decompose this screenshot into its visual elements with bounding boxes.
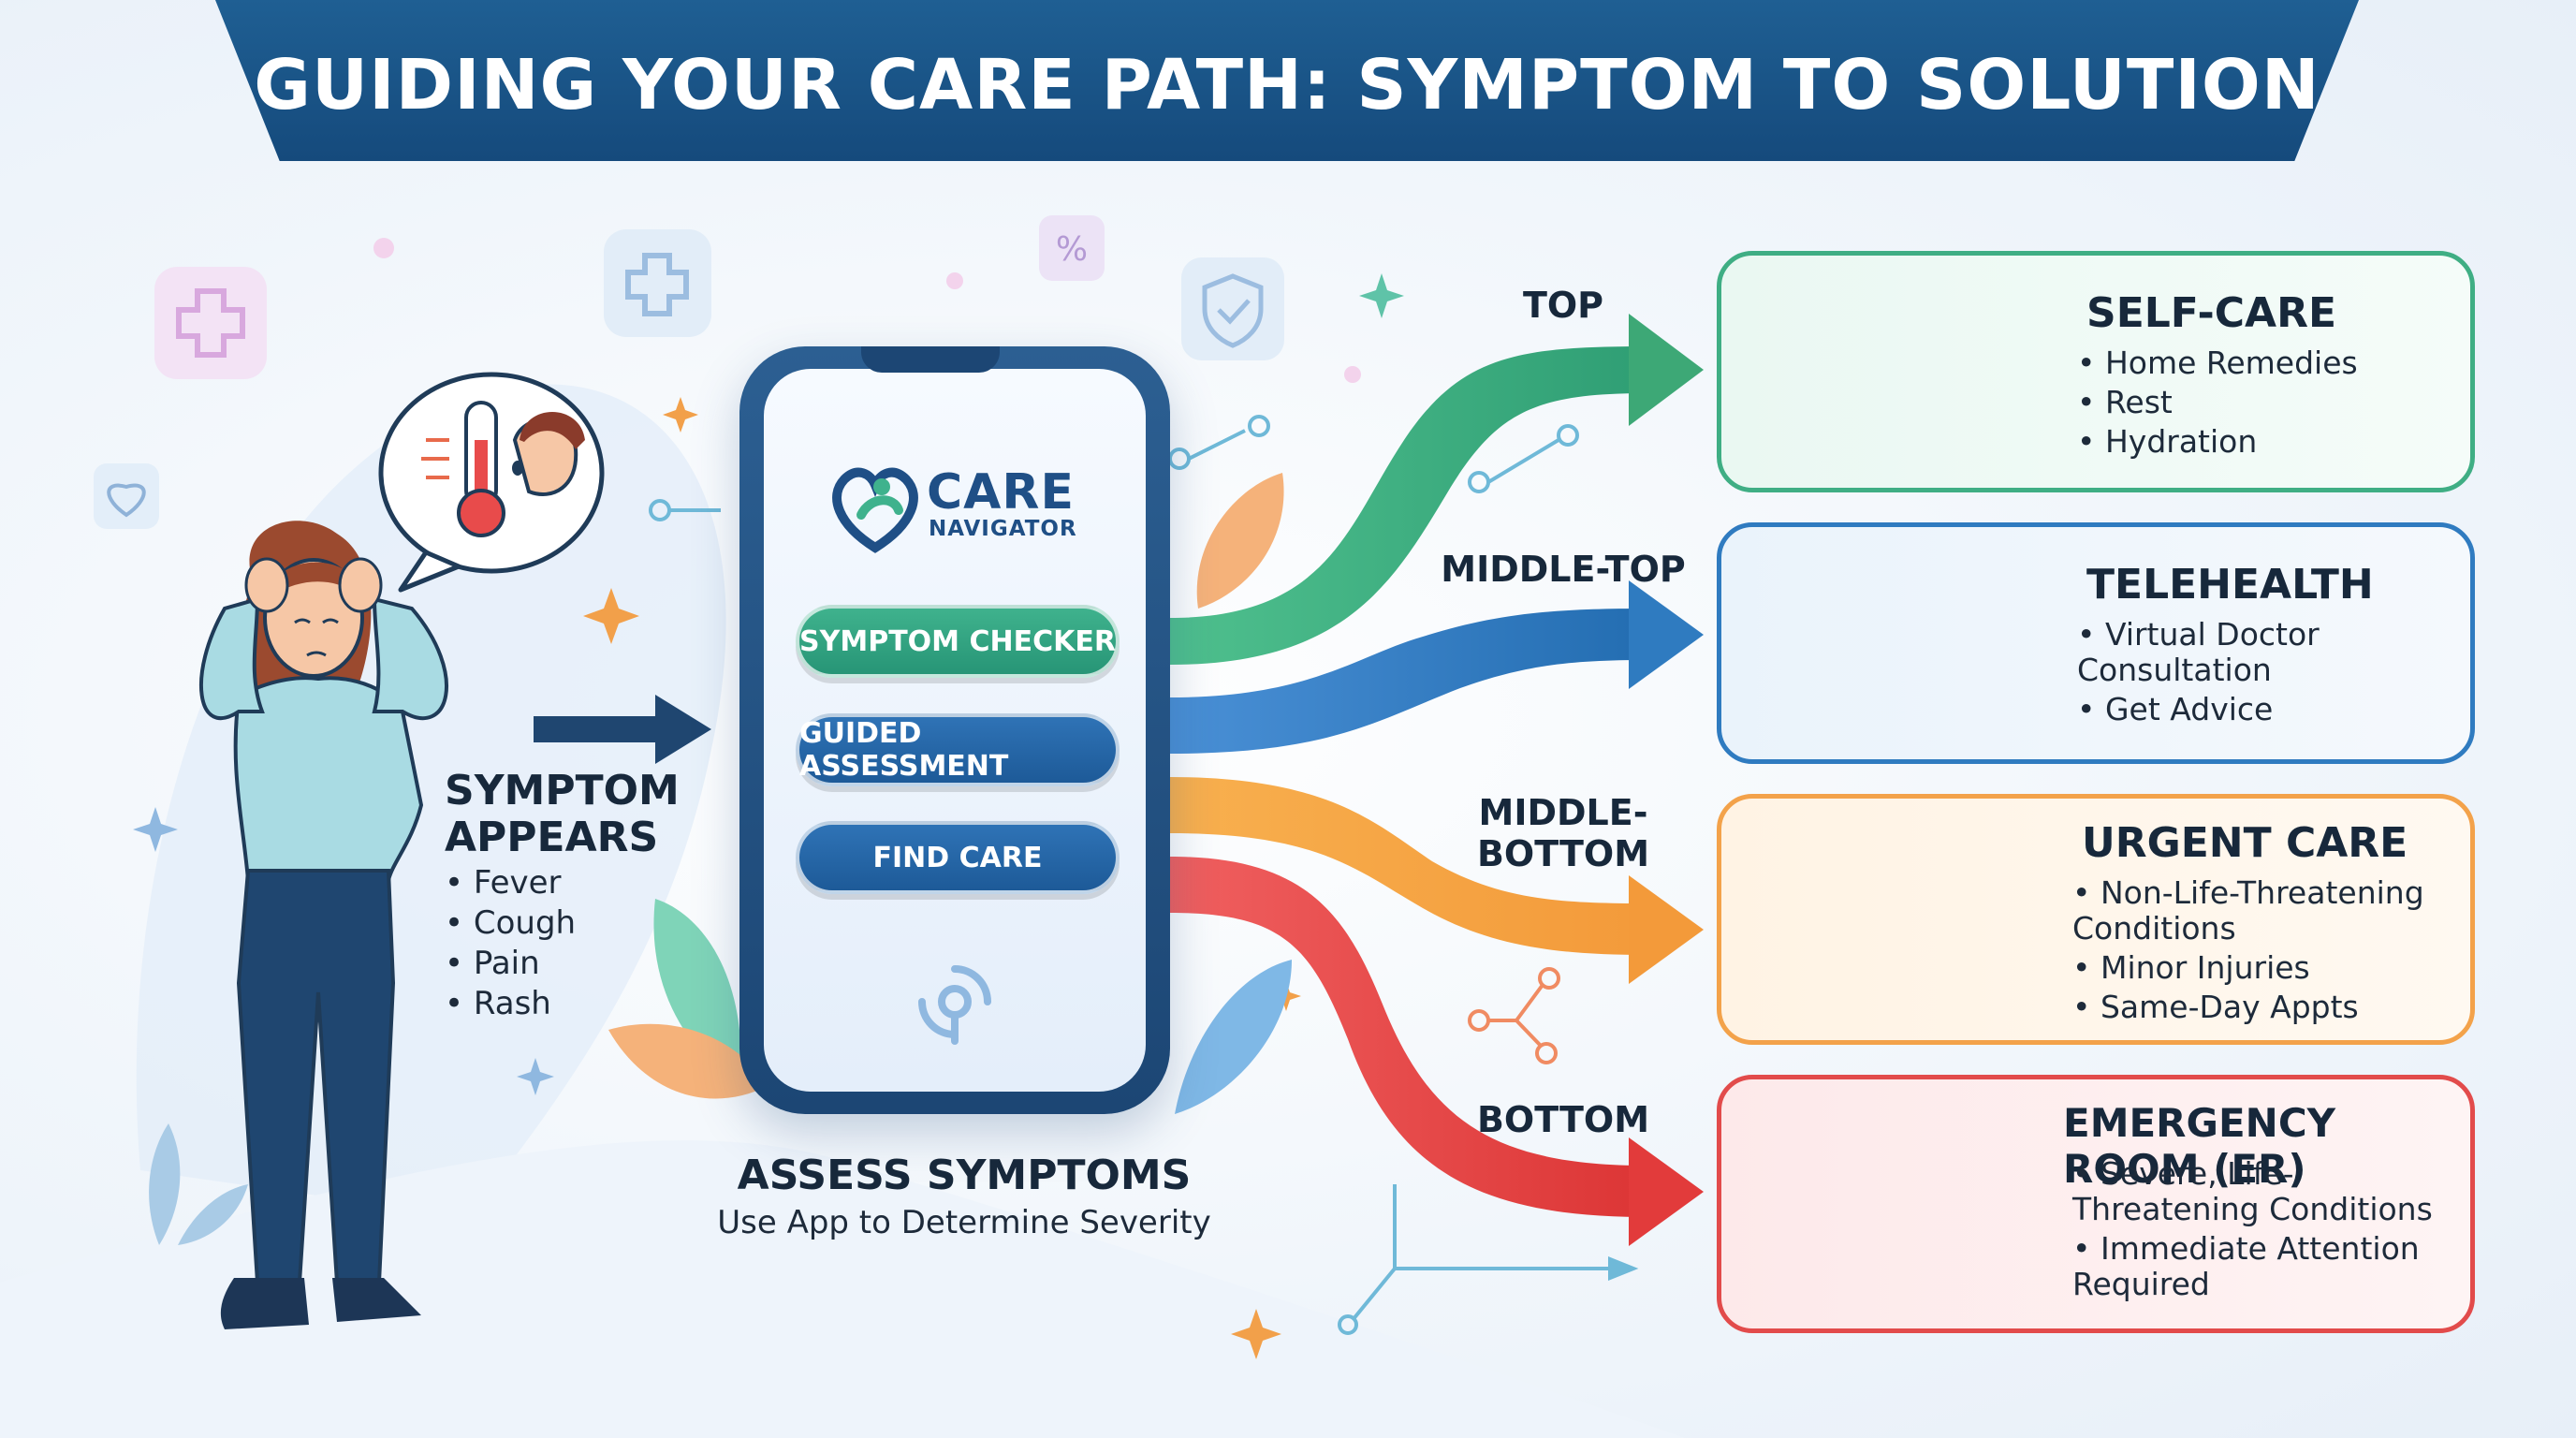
- list-item: Virtual Doctor Consultation: [2077, 617, 2320, 688]
- card-title: URGENT CARE: [2082, 819, 2408, 867]
- molecule-icon: [649, 415, 1579, 521]
- fingerprint-scan-icon: [918, 965, 991, 1045]
- app-logo-subtext: NAVIGATOR: [929, 517, 1077, 541]
- route-label-middle-bottom-line2: BOTTOM: [1476, 833, 1650, 874]
- title-banner: GUIDING YOUR CARE PATH: SYMPTOM TO SOLUT…: [215, 0, 2359, 161]
- card-title: SELF-CARE: [2086, 289, 2337, 337]
- emergency-room-card: EMERGENCY ROOM (ER) Severe, Life-Threate…: [1717, 1075, 2475, 1333]
- sparkle-icon: [1359, 273, 1404, 318]
- list-item: Rash: [445, 984, 576, 1024]
- route-label-middle-top: MIDDLE-TOP: [1441, 549, 1686, 590]
- urgent-care-card: URGENT CARE Non-Life-Threatening Conditi…: [1717, 794, 2475, 1045]
- list-item: Fever: [445, 863, 576, 903]
- thought-bubble: [378, 372, 605, 593]
- route-arrow-middle-top: [1170, 580, 1704, 754]
- phone-notch: [861, 346, 1000, 373]
- plant-icon: [149, 1123, 248, 1245]
- route-label-bottom: BOTTOM: [1476, 1099, 1650, 1140]
- symptom-heading-line2: APPEARS: [445, 814, 659, 861]
- medical-cross-icon: [154, 267, 267, 379]
- symptom-checker-button[interactable]: SYMPTOM CHECKER: [796, 605, 1120, 678]
- find-care-button[interactable]: FIND CARE: [796, 821, 1120, 894]
- route-label-middle-bottom: MIDDLE- BOTTOM: [1460, 792, 1666, 874]
- percent-icon: %: [1039, 215, 1105, 281]
- card-list: Severe, Life-Threatening Conditions Imme…: [2072, 1156, 2456, 1306]
- floor-curve: [0, 1140, 1685, 1438]
- list-item: Severe, Life-Threatening Conditions: [2072, 1156, 2456, 1227]
- thermometer-icon: [457, 401, 505, 537]
- list-item: Immediate Attention Required: [2072, 1231, 2456, 1302]
- self-care-card: SELF-CARE Home Remedies Rest Hydration: [1717, 251, 2475, 492]
- list-item: Same-Day Appts: [2072, 990, 2428, 1025]
- list-item: Hydration: [2077, 424, 2358, 460]
- care-navigator-logo-icon: [832, 467, 918, 553]
- molecule-icon: [1468, 967, 1560, 1064]
- card-list: Non-Life-Threatening Conditions Minor In…: [2072, 875, 2428, 1029]
- route-arrow-middle-bottom: [1170, 777, 1704, 984]
- decor-dot: [946, 272, 963, 289]
- list-item: Non-Life-Threatening Conditions: [2072, 875, 2428, 946]
- card-list: Home Remedies Rest Hydration: [2077, 345, 2358, 463]
- medical-cross-icon: [604, 229, 711, 337]
- symptom-list: Fever Cough Pain Rash: [445, 863, 576, 1024]
- guided-assessment-button[interactable]: GUIDED ASSESSMENT: [796, 713, 1120, 786]
- symptom-heading: SYMPTOM APPEARS: [445, 768, 688, 861]
- card-title: TELEHEALTH: [2086, 561, 2374, 609]
- list-item: Minor Injuries: [2072, 950, 2428, 986]
- arrow-to-phone: [534, 695, 711, 764]
- list-item: Cough: [445, 903, 576, 944]
- card-list: Virtual Doctor Consultation Get Advice: [2077, 617, 2320, 731]
- app-logo-text: CARE: [927, 464, 1075, 521]
- assess-heading: ASSESS SYMPTOMS: [737, 1152, 1192, 1199]
- page-title: GUIDING YOUR CARE PATH: SYMPTOM TO SOLUT…: [254, 45, 2320, 125]
- route-arrow-top: [1170, 314, 1704, 665]
- decor-dot: [373, 238, 394, 258]
- list-item: Home Remedies: [2077, 345, 2358, 381]
- route-arrow-bottom: [1170, 857, 1704, 1246]
- woman-with-headache-illustration: [199, 521, 448, 1329]
- list-item: Get Advice: [2077, 692, 2320, 727]
- coughing-face-icon: [512, 412, 585, 496]
- telehealth-card: TELEHEALTH Virtual Doctor Consultation G…: [1717, 522, 2475, 764]
- symptom-heading-line1: SYMPTOM: [445, 767, 680, 814]
- heart-monitor-icon: [94, 463, 159, 529]
- route-label-middle-bottom-line1: MIDDLE-: [1478, 792, 1648, 833]
- svg-text:%: %: [1056, 230, 1088, 269]
- decor-dot: [1344, 366, 1361, 383]
- list-item: Rest: [2077, 385, 2358, 420]
- assess-subtitle: Use App to Determine Severity: [717, 1204, 1211, 1241]
- list-item: Pain: [445, 944, 576, 984]
- molecule-icon: [1338, 1184, 1639, 1335]
- shield-check-icon: [1181, 257, 1284, 360]
- leaf-decoration: [608, 473, 1292, 1114]
- route-label-top: TOP: [1522, 285, 1604, 326]
